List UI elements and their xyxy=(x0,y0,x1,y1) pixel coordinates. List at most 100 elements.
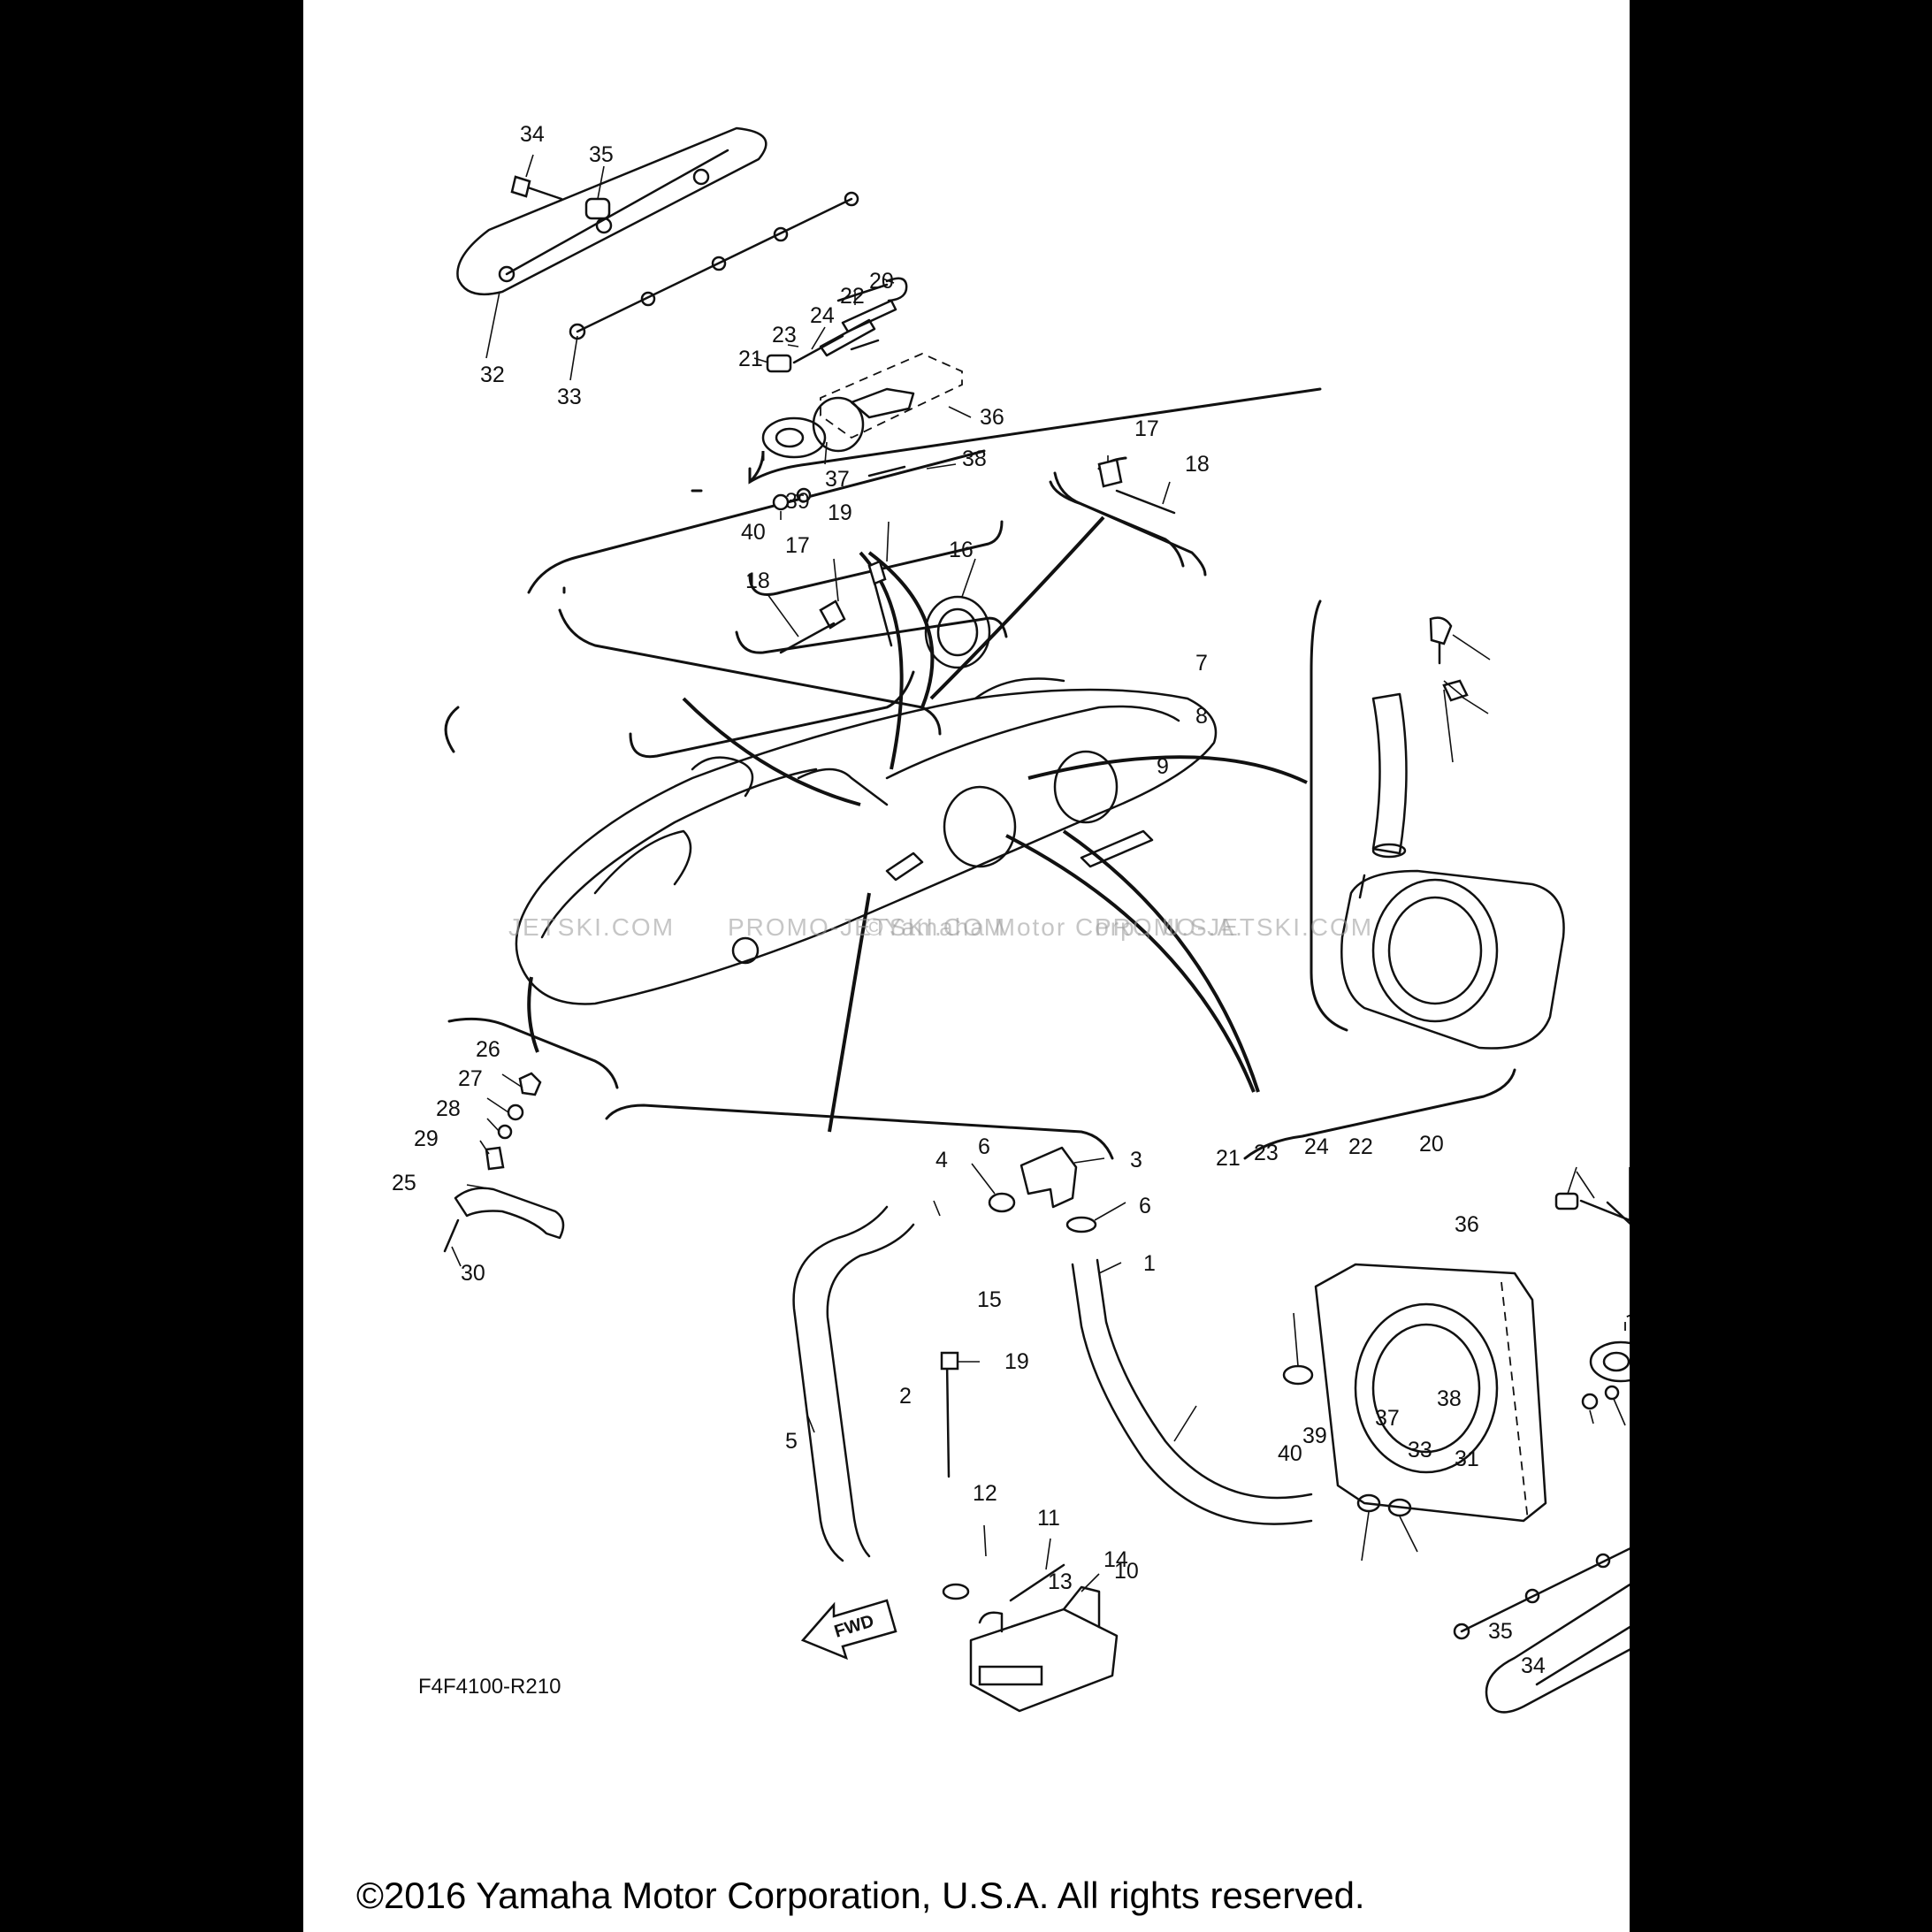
nuts-washers-left xyxy=(485,1072,542,1171)
callout-8: 8 xyxy=(1195,704,1208,729)
callout-39-lower: 39 xyxy=(1302,1424,1327,1448)
hook-kit-box-lower xyxy=(1624,1314,1630,1335)
callout-1: 1 xyxy=(1143,1251,1156,1276)
callout-20-lower: 20 xyxy=(1419,1132,1444,1157)
callout-2: 2 xyxy=(899,1384,912,1409)
bracket-top-center xyxy=(527,449,986,594)
watermark-4: ©Yamaha Motor Corp., U.S.A. xyxy=(865,913,1244,941)
callout-22-lower: 22 xyxy=(1348,1134,1373,1159)
callout-11: 11 xyxy=(1037,1506,1060,1531)
hose-5 xyxy=(792,1205,915,1562)
callout-24-lower: 24 xyxy=(1304,1134,1329,1159)
hook-kit-box-upper xyxy=(820,353,963,439)
hose-2 xyxy=(1071,1258,1313,1525)
callout-19-upper: 19 xyxy=(828,500,852,525)
bracket-bottom-left xyxy=(447,1017,619,1089)
drain-plug-upper xyxy=(761,387,915,459)
callout-13: 13 xyxy=(1048,1569,1073,1594)
callout-6-lower: 6 xyxy=(1139,1194,1151,1218)
callout-36-upper: 36 xyxy=(980,405,1004,430)
grab-handle-lower xyxy=(1485,1583,1630,1714)
hook-assembly-upper xyxy=(766,277,908,373)
nozzle-fitting xyxy=(1371,616,1469,859)
callout-10: 10 xyxy=(1114,1559,1139,1584)
bracket-bottom-center xyxy=(605,1103,1114,1160)
bracket-left-top-box xyxy=(629,670,915,759)
watermark-1: JETSKI.COM xyxy=(508,913,675,941)
collar-35-upper xyxy=(584,197,611,220)
callout-20-upper: 20 xyxy=(869,269,894,294)
callout-32: 32 xyxy=(480,363,505,387)
watermark-3: PROMO-JETSKI.COM xyxy=(1095,913,1373,941)
callout-3: 3 xyxy=(1130,1148,1142,1172)
copyright-notice: ©2016 Yamaha Motor Corporation, U.S.A. A… xyxy=(356,1875,1365,1916)
leader-lines xyxy=(451,154,1630,1592)
clip-assembly-upper xyxy=(1097,458,1176,515)
grab-handle-rail-lower xyxy=(1453,1547,1630,1640)
jet-ski-hull xyxy=(515,677,1218,1005)
exploded-parts-diagram: FWD F4F4100-R210 JETSKI.COM PROMO-JETSKI… xyxy=(392,122,1630,1714)
bracket-left-group xyxy=(444,706,460,753)
callout-38-upper: 38 xyxy=(962,447,987,471)
arrow-lower-to-hull-2 xyxy=(1062,829,1260,1093)
bracket-left-mid xyxy=(558,608,942,736)
callout-17-upper: 17 xyxy=(1134,416,1159,441)
callout-18-lower: 18 xyxy=(745,569,770,593)
callout-16: 16 xyxy=(949,538,974,562)
callout-12: 12 xyxy=(973,1481,997,1506)
callout-19-lower: 19 xyxy=(1004,1349,1029,1374)
callout-14: 14 xyxy=(1103,1547,1128,1572)
pump-housing xyxy=(1340,869,1565,1050)
arrow-grommet-to-hull xyxy=(682,697,861,806)
callout-5: 5 xyxy=(785,1429,798,1454)
arrow-lower-to-hull xyxy=(1005,834,1256,1093)
arrow-center-to-hull xyxy=(828,892,871,1133)
callout-37-lower: 37 xyxy=(1375,1406,1400,1431)
grommet-assembly xyxy=(779,560,991,669)
drawing-code: F4F4100-R210 xyxy=(418,1675,561,1699)
callout-21-lower: 21 xyxy=(1216,1146,1241,1171)
callout-37-upper: 37 xyxy=(825,467,850,492)
hook-assembly-lower xyxy=(1554,1192,1630,1226)
arrow-left-to-hull xyxy=(527,976,539,1053)
fwd-arrow-icon: FWD xyxy=(800,1599,897,1661)
callout-40-lower: 40 xyxy=(1278,1441,1302,1466)
hull-bracket-25 xyxy=(443,1187,565,1253)
callout-34-lower: 34 xyxy=(1521,1653,1546,1678)
callout-35-lower: 35 xyxy=(1488,1619,1513,1644)
callout-39-upper: 39 xyxy=(785,489,810,514)
callout-36-lower: 36 xyxy=(1455,1212,1479,1237)
drain-plug-lower xyxy=(1589,1340,1630,1383)
callout-25: 25 xyxy=(392,1171,416,1195)
callout-33-lower: 33 xyxy=(1408,1438,1432,1462)
callout-23-lower: 23 xyxy=(1254,1141,1279,1165)
washers-lower xyxy=(1581,1385,1620,1410)
callout-6-upper: 6 xyxy=(978,1134,990,1159)
bracket-grommet-group xyxy=(735,616,1008,654)
arrow-seat-to-hull xyxy=(859,551,904,770)
arrow-frame-to-hull xyxy=(1027,755,1308,784)
grab-handle-rail-upper xyxy=(569,191,859,340)
callout-29: 29 xyxy=(414,1126,439,1151)
callout-18-upper: 18 xyxy=(1185,452,1210,477)
bracket-seat-right xyxy=(748,387,1322,485)
arrow-clip-to-hull xyxy=(929,515,1105,700)
callout-4: 4 xyxy=(935,1148,948,1172)
callout-15: 15 xyxy=(977,1287,1002,1312)
parts-diagram-page: FWD F4F4100-R210 JETSKI.COM PROMO-JETSKI… xyxy=(303,0,1630,1932)
hose-clamps xyxy=(942,1192,1412,1600)
watermark-2: PROMO-JETSKI.COM xyxy=(728,913,1006,941)
callout-24-upper: 24 xyxy=(810,303,835,328)
callout-17-lower: 17 xyxy=(785,533,810,558)
callout-26: 26 xyxy=(476,1037,500,1062)
rivet-11 xyxy=(1009,1563,1065,1602)
bracket-seat-group xyxy=(748,520,1004,596)
callout-22-upper: 22 xyxy=(840,284,865,309)
bracket-right-frame xyxy=(1310,599,1348,1032)
callout-33-upper: 33 xyxy=(557,385,582,409)
water-box-10 xyxy=(969,1585,1119,1713)
bolt-34-upper xyxy=(510,175,563,201)
callout-31: 31 xyxy=(1455,1447,1479,1471)
callout-38-lower: 38 xyxy=(1437,1386,1462,1411)
callout-28: 28 xyxy=(436,1096,461,1121)
